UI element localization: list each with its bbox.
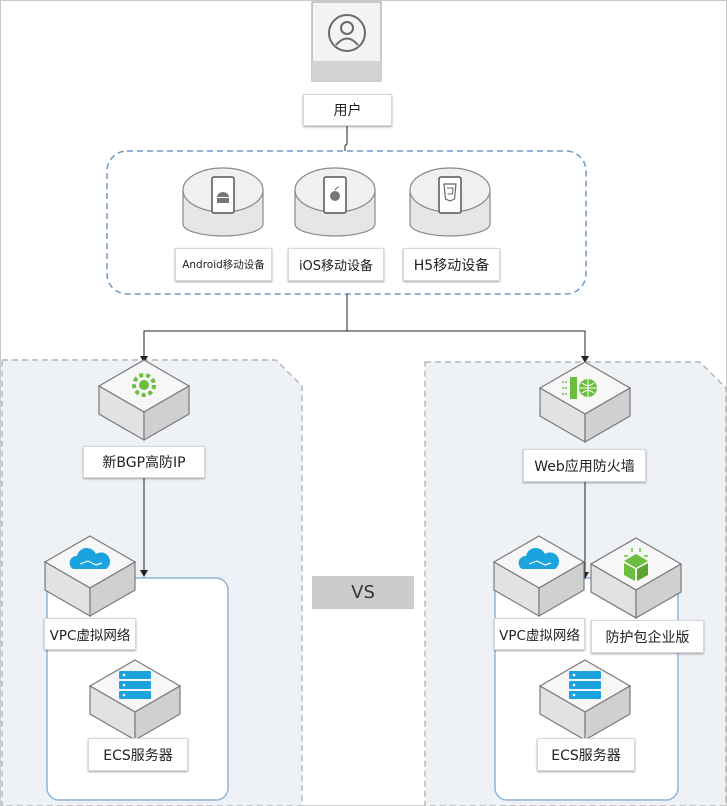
connector-devices-right	[347, 330, 589, 363]
apple-icon	[323, 176, 347, 214]
protection-package-label: 防护包企业版	[591, 620, 704, 653]
right-vpc-label: VPC虚拟网络	[494, 618, 585, 650]
gear-shield-icon	[132, 373, 156, 397]
android-device-label: Android移动设备	[175, 248, 272, 281]
html5-icon	[438, 176, 462, 214]
connector-devices-split	[140, 294, 348, 363]
user-node[interactable]	[311, 1, 382, 82]
globe-firewall-icon	[562, 377, 597, 399]
left-vpc-label: VPC虚拟网络	[44, 618, 136, 650]
user-icon	[328, 14, 366, 52]
waf-label: Web应用防火墙	[523, 449, 646, 482]
user-label: 用户	[303, 94, 392, 126]
right-ecs-label: ECS服务器	[537, 738, 635, 771]
h5-device-node[interactable]	[409, 167, 491, 237]
server-icon	[569, 671, 601, 699]
android-icon	[211, 176, 235, 214]
ios-device-label: iOS移动设备	[288, 248, 384, 281]
bgp-gateway-label: 新BGP高防IP	[83, 446, 205, 478]
connector-user-devices	[344, 126, 348, 151]
left-vpc-node[interactable]	[43, 535, 137, 618]
vs-comparison-label: VS	[312, 576, 414, 609]
left-ecs-label: ECS服务器	[88, 738, 188, 771]
ios-device-node[interactable]	[294, 167, 376, 237]
waf-node[interactable]	[538, 361, 632, 444]
android-device-node[interactable]	[182, 167, 264, 237]
right-vpc-node[interactable]	[492, 535, 586, 618]
protection-package-node[interactable]	[589, 537, 683, 620]
package-icon	[624, 548, 648, 581]
server-icon	[119, 671, 151, 699]
cloud-network-icon	[69, 547, 111, 569]
h5-device-label: H5移动设备	[403, 248, 500, 281]
bgp-gateway-node[interactable]	[97, 359, 191, 442]
cloud-network-icon	[518, 547, 560, 569]
right-ecs-node[interactable]	[538, 659, 632, 742]
